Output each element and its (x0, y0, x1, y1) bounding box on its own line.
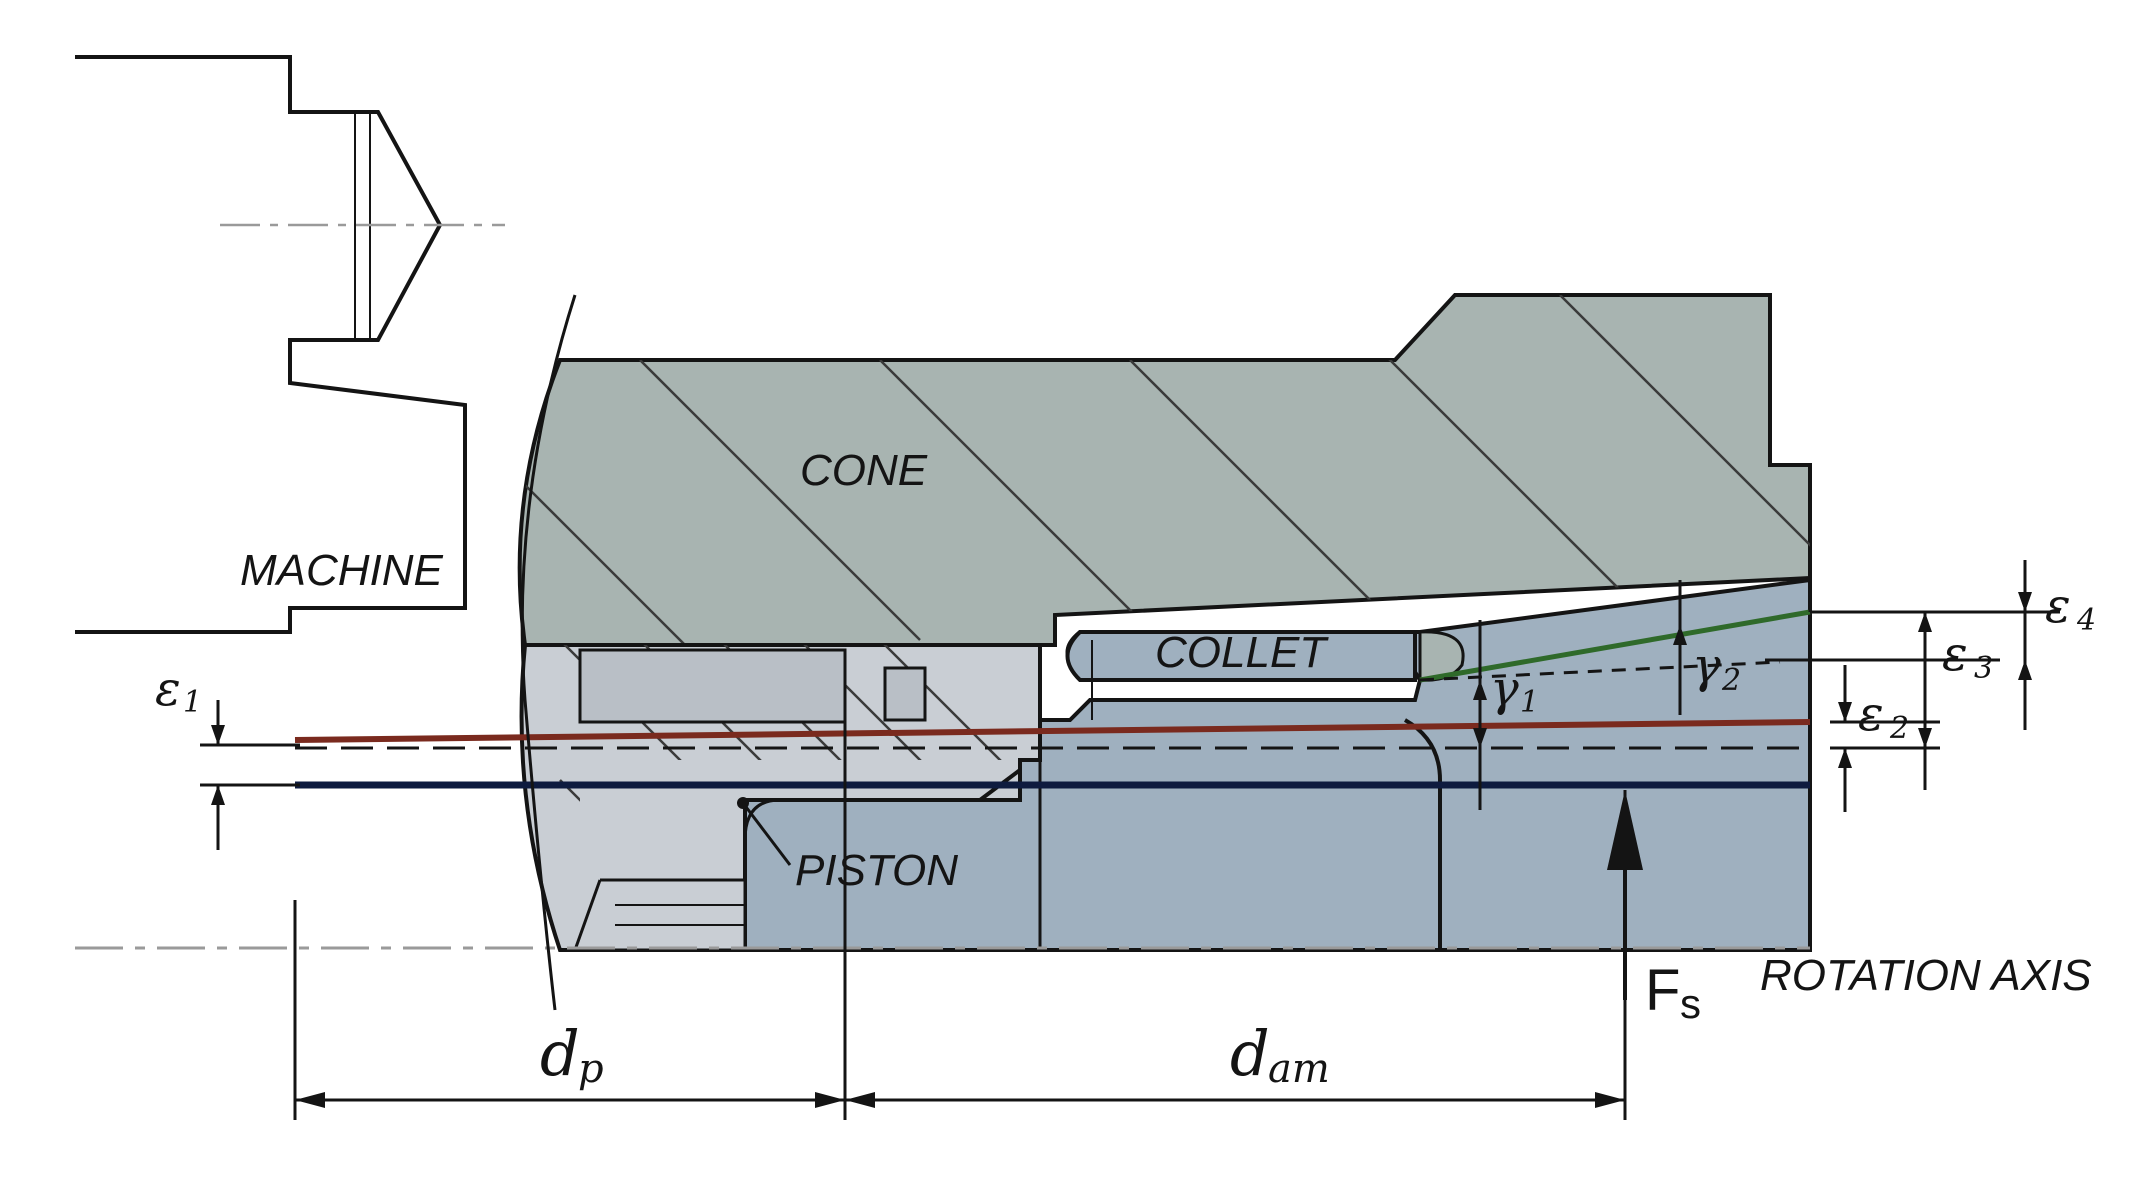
rotation-axis-label: ROTATION AXIS (1760, 951, 2092, 1000)
dam-subscript: am (1268, 1046, 1330, 1092)
epsilon2-subscript: 2 (1889, 711, 1909, 746)
gamma2-subscript: 2 (1721, 663, 1741, 698)
section-break-curve (520, 294, 577, 1011)
gamma1-subscript: 1 (1520, 685, 1539, 720)
dp-symbol: d (540, 1017, 580, 1090)
epsilon4-marker (1808, 560, 2060, 730)
dam-symbol: d (1230, 1017, 1270, 1090)
collet-taper-green (1419, 609, 1811, 683)
machine-outline (75, 55, 467, 634)
epsilon4-symbol: ε (2045, 578, 2071, 634)
dp-subscript: p (578, 1046, 604, 1092)
machine-body (75, 55, 505, 634)
gamma1-symbol: γ (1490, 661, 1519, 717)
cone-label: CONE (800, 446, 928, 495)
epsilon3-subscript: 3 (1974, 651, 1993, 686)
cone-shape (517, 293, 1812, 647)
piston-step (573, 878, 747, 952)
epsilon1-subscript: 1 (183, 685, 202, 720)
collet-label: COLLET (1155, 628, 1329, 677)
force-symbol: F (1645, 958, 1680, 1023)
wire-red (294, 719, 1811, 743)
collet-slot (1065, 630, 1417, 682)
piston-leader (737, 797, 792, 866)
epsilon1-symbol: ε (155, 661, 181, 717)
piston-label: PISTON (795, 846, 958, 895)
locating-pin (883, 666, 927, 722)
force-subscript: s (1680, 980, 1701, 1027)
piston-pocket (578, 648, 847, 724)
force-arrow (1607, 790, 1643, 1000)
epsilon2-symbol: ε (1858, 686, 1884, 742)
epsilon3-symbol: ε (1942, 626, 1968, 682)
machine-label: MACHINE (240, 546, 444, 595)
epsilon4-subscript: 4 (2076, 603, 2096, 638)
epsilon2-marker (1830, 665, 1940, 812)
dimension-lines (293, 650, 1627, 1120)
epsilon3-marker (1765, 612, 2000, 790)
gamma2-symbol: γ (1692, 638, 1721, 694)
epsilon1-marker (200, 700, 300, 850)
gamma-markers (1419, 580, 1781, 810)
